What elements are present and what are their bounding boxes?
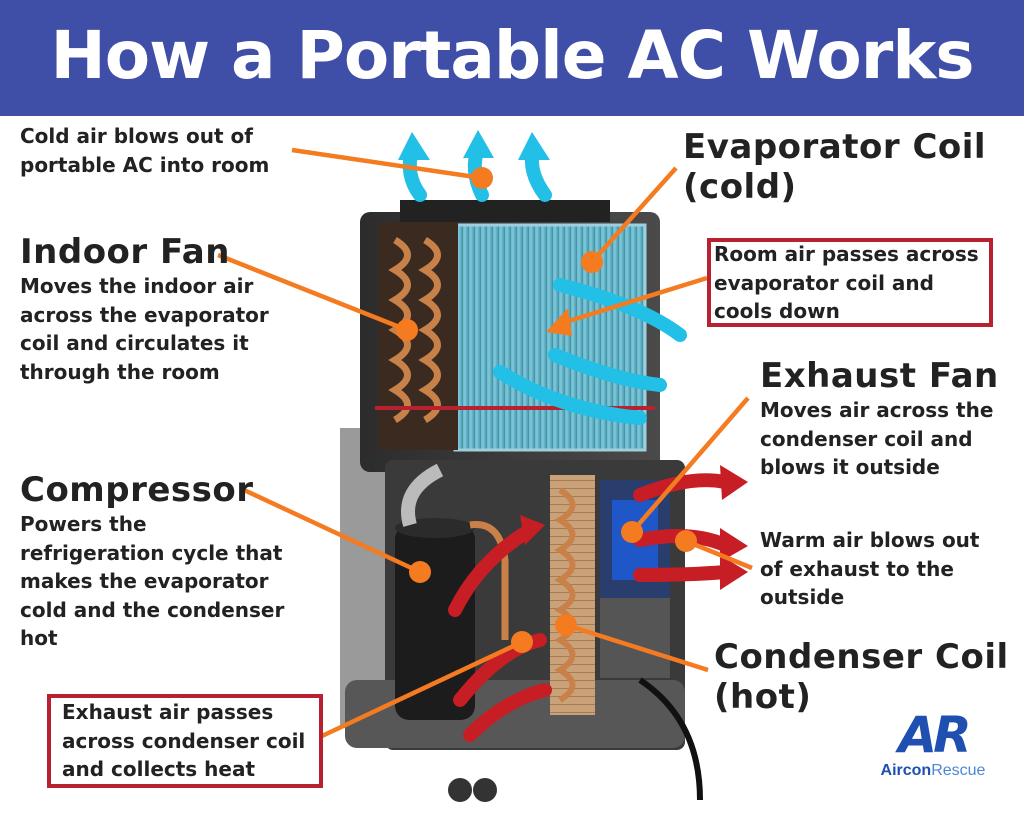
header-bar: How a Portable AC Works <box>0 0 1024 116</box>
label-cold-air: Cold air blows out of portable AC into r… <box>20 124 270 177</box>
exhaust-air-callout-box <box>47 694 323 788</box>
label-warm-air: Warm air blows out of exhaust to the out… <box>760 528 980 609</box>
page-title: How a Portable AC Works <box>50 17 974 94</box>
aircon-rescue-logo: AR AirconRescue <box>868 702 998 794</box>
label-room-air: Room air passes across evaporator coil a… <box>714 242 979 323</box>
evaporator-coil-graphic <box>375 222 655 452</box>
pointer-lines <box>217 147 753 739</box>
logo-mark-icon: AR <box>894 706 972 764</box>
svg-text:AR: AR <box>894 706 968 762</box>
pointer-arrowheads <box>546 308 572 336</box>
cold-air-arrowheads <box>398 130 550 160</box>
label-evaporator-coil: Evaporator Coil (cold) <box>683 127 987 207</box>
pointer-dots <box>396 167 697 653</box>
room-air-callout-box <box>707 238 993 327</box>
label-exhaust-fan: Exhaust Fan Moves air across the condens… <box>760 356 999 479</box>
logo-name: AirconRescue <box>880 762 986 779</box>
label-condenser-coil: Condenser Coil (hot) <box>714 637 1009 717</box>
label-compressor: Compressor Powers the refrigeration cycl… <box>20 470 285 650</box>
label-indoor-fan: Indoor Fan Moves the indoor air across t… <box>20 232 269 384</box>
hot-air-arrowheads <box>520 465 748 590</box>
label-exhaust-air: Exhaust air passes across condenser coil… <box>62 700 306 781</box>
